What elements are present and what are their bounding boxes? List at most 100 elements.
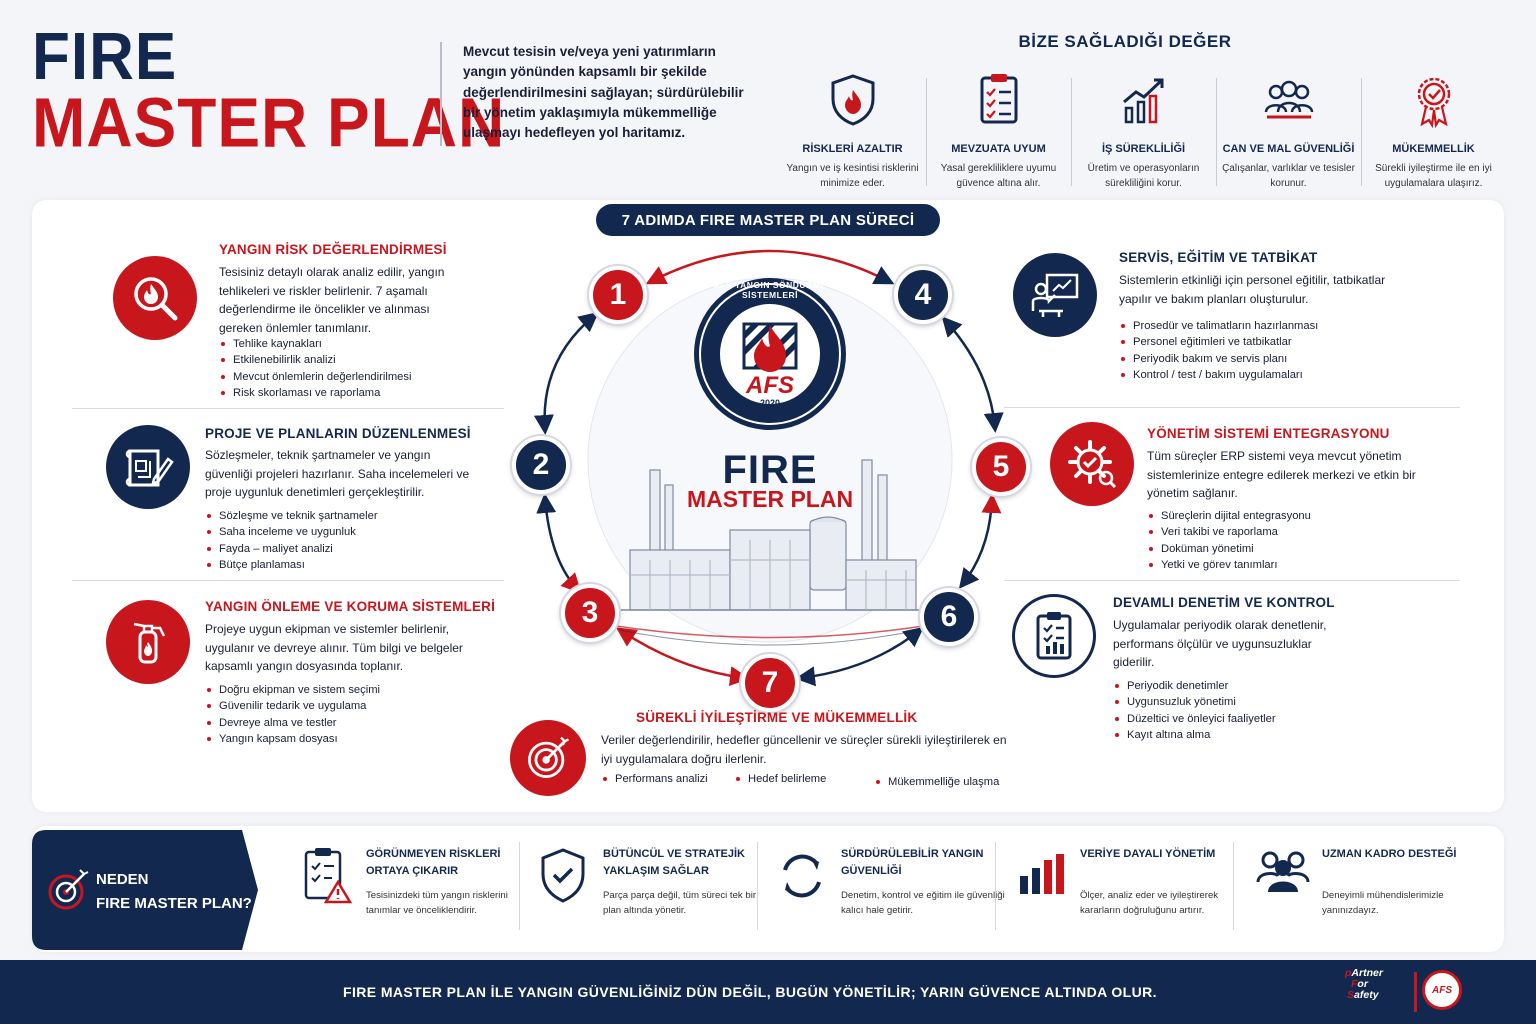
partner-s: S [1347, 989, 1355, 1002]
list-item: Düzeltici ve önleyici faaliyetler [1113, 711, 1276, 727]
step-number-5: 5 [972, 438, 1030, 496]
afs-badge: AFS [1422, 970, 1462, 1010]
step-2-bullets: Sözleşme ve teknik şartnameler Saha ince… [205, 508, 378, 573]
partner-afety: afety [1354, 989, 1379, 1002]
list-item: Personel eğitimleri ve tatbikatlar [1119, 334, 1318, 350]
list-item: Güvenilir tedarik ve uygulama [205, 698, 380, 714]
step-3-title: YANGIN ÖNLEME VE KORUMA SİSTEMLERİ [205, 599, 496, 614]
list-item: Etkilenebilirlik analizi [219, 352, 411, 368]
why-item-title: SÜRDÜRÜLEBİLİR YANGIN GÜVENLİĞİ [841, 848, 984, 878]
arrow-3-7 [615, 627, 750, 687]
logo-year: 2020 [760, 398, 780, 408]
arrow-6-5 [958, 493, 1002, 589]
why-item-title: VERİYE DAYALI YÖNETİM [1080, 848, 1216, 860]
value-name: MÜKEMMELLİK [1392, 143, 1475, 155]
step-number-4: 4 [894, 266, 952, 324]
why-item-title: BÜTÜNCÜL VE STRATEJİK YAKLAŞIM SAĞLAR [603, 848, 745, 878]
step-4-icon [1013, 253, 1097, 337]
clipboard-check-icon [980, 74, 1017, 124]
divider [995, 842, 996, 930]
partner-or: or [1357, 978, 1368, 991]
bar-chart-icon [1020, 854, 1064, 894]
step-3-desc: Projeye uygun ekipman ve sistemler belir… [205, 622, 463, 674]
divider [1233, 842, 1234, 930]
value-desc: Sürekli iyileştirme ile en iyi uygulamal… [1375, 163, 1492, 189]
footer-text: FIRE MASTER PLAN İLE YANGIN GÜVENLİĞİNİZ… [343, 984, 1157, 1000]
partner-p: p [1345, 967, 1352, 979]
value-name: RİSKLERİ AZALTIR [802, 143, 903, 155]
step-3-bullets: Doğru ekipman ve sistem seçimi Güvenilir… [205, 682, 380, 747]
page-title-line1: FIRE [32, 19, 178, 95]
divider [72, 408, 504, 409]
why-item: UZMAN KADRO DESTEĞİ Deneyimli mühendisle… [1256, 846, 1496, 936]
why-item-desc: Tesisinizdeki tüm yangın risklerini tanı… [366, 890, 508, 917]
partner-a: Artner [1351, 967, 1383, 979]
center-title-fire: FIRE [722, 448, 818, 492]
step-1-bullets: Tehlike kaynakları Etkilenebilirlik anal… [219, 336, 411, 401]
step-6-bullets: Periyodik denetimler Uygunsuzluk yönetim… [1113, 678, 1276, 743]
award-icon [1417, 77, 1450, 129]
step-6-icon [1012, 594, 1096, 678]
why-item-title: UZMAN KADRO DESTEĞİ [1322, 848, 1457, 860]
why-item: BÜTÜNCÜL VE STRATEJİK YAKLAŞIM SAĞLAR Pa… [537, 846, 777, 936]
why-title-line1: NEDEN [96, 871, 149, 888]
target-icon [528, 736, 569, 778]
step-1-title: YANGIN RİSK DEĞERLENDİRMESİ [219, 242, 447, 257]
values-title: BİZE SAĞLADIĞI DEĞER [1018, 32, 1232, 51]
value-desc: Yangın ve iş kesintisi risklerini minimi… [786, 163, 919, 189]
why-item-title: GÖRÜNMEYEN RİSKLERİ ORTAYA ÇIKARIR [366, 848, 501, 878]
step-1-icon [113, 256, 197, 340]
value-name: MEVZUATA UYUM [951, 143, 1046, 155]
step-4-title: SERVİS, EĞİTİM VE TATBİKAT [1119, 250, 1318, 265]
afs-logo: 2020 [694, 278, 846, 430]
partner-for-safety-logo: pArtner For Safety [1345, 967, 1409, 1002]
why-item-desc: Parça parça değil, tüm süreci tek bir pl… [603, 890, 757, 917]
list-item: Prosedür ve talimatların hazırlanması [1119, 318, 1318, 334]
process-title: 7 ADIMDA FIRE MASTER PLAN SÜRECİ [596, 204, 940, 236]
why-item-desc: Ölçer, analiz eder ve iyileştirerek kara… [1080, 890, 1219, 917]
why-title-line2: FIRE MASTER PLAN? [96, 895, 252, 912]
list-item: Hedef belirleme [734, 771, 874, 790]
arrow-1-4 [645, 249, 895, 285]
step-7-desc: Veriler değerlendirilir, hedefler güncel… [601, 733, 1007, 766]
cycle-arrows-icon [783, 854, 821, 898]
value-item: CAN VE MAL GÜVENLİĞİ Çalışanlar, varlıkl… [1216, 72, 1361, 191]
clipboard-warning-icon [304, 848, 353, 904]
arrow-5-4 [941, 316, 1004, 433]
list-item: Tehlike kaynakları [219, 336, 411, 352]
list-item: Performans analizi [601, 771, 734, 790]
list-item: Yetki ve görev tanımları [1147, 557, 1311, 573]
step-5-bullets: Süreçlerin dijital entegrasyonu Veri tak… [1147, 508, 1311, 573]
arrow-1-2 [533, 311, 599, 435]
list-item: Mükemmelliğe ulaşma [874, 774, 999, 790]
process-cycle-graphic: 2020 [533, 249, 1004, 687]
step-2-desc: Sözleşmeler, teknik şartnameler ve yangı… [205, 448, 470, 500]
blueprint-pencil-icon [125, 449, 174, 487]
team-icon [1256, 851, 1310, 892]
step-3-icon [106, 600, 190, 684]
value-name: İŞ SÜREKLİLİĞİ [1101, 143, 1186, 155]
fire-extinguisher-icon [133, 622, 166, 664]
step-4-bullets: Prosedür ve talimatların hazırlanması Pe… [1119, 318, 1318, 383]
logo-brand: AFS [746, 372, 794, 399]
step-4-desc: Sistemlerin etkinliği için personel eğit… [1119, 273, 1386, 306]
step-number-3: 3 [561, 584, 619, 642]
list-item: Veri takibi ve raporlama [1147, 524, 1311, 540]
gear-check-icon [1068, 440, 1117, 489]
training-board-icon [1031, 273, 1079, 317]
value-name: CAN VE MAL GÜVENLİĞİ [1222, 143, 1355, 155]
divider [1004, 580, 1460, 581]
list-item: Devreye alma ve testler [205, 715, 380, 731]
factory-illustration [620, 459, 930, 611]
list-item: Periyodik bakım ve servis planı [1119, 351, 1318, 367]
value-desc: Yasal gerekliliklere uyumu güvence altın… [940, 163, 1057, 189]
partner-f: F [1351, 978, 1358, 991]
center-title-master-plan: MASTER PLAN [686, 486, 854, 512]
why-item-desc: Denetim, kontrol ve eğitim ile güvenliği… [841, 890, 1005, 917]
divider [1004, 407, 1460, 408]
step-5-icon [1050, 422, 1134, 506]
list-item: Fayda – maliyet analizi [205, 541, 378, 557]
list-item: Periyodik denetimler [1113, 678, 1276, 694]
arrow-7-6 [795, 626, 924, 687]
page-title-line2: MASTER PLAN [32, 83, 506, 162]
